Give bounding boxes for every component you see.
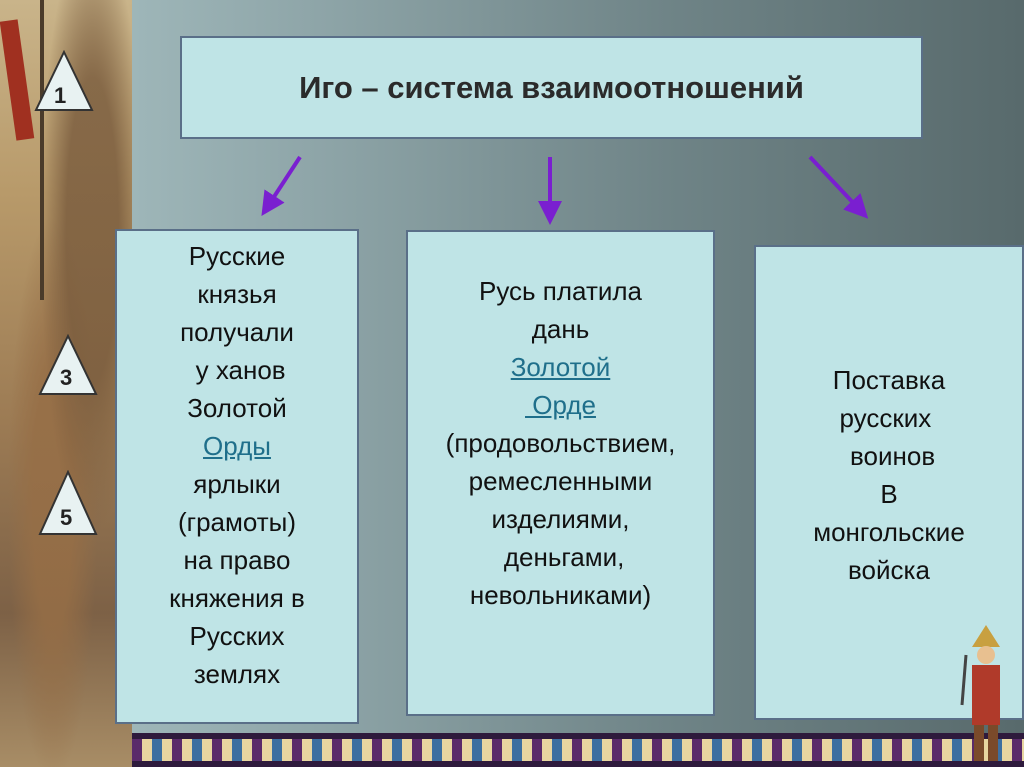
arrow-right <box>808 155 869 219</box>
box3-line: В <box>880 479 898 509</box>
box-dan: Русь платила дань Золотой Орде (продовол… <box>406 230 715 716</box>
title-box: Иго – система взаимоотношений <box>180 36 923 139</box>
badge-5-label: 5 <box>60 505 73 530</box>
arrow-left <box>261 155 302 217</box>
box2-line: дань <box>531 314 590 344</box>
badge-5-triangle <box>38 470 98 535</box>
box2-line: невольниками) <box>469 580 652 610</box>
box1-line: ярлыки <box>193 469 281 499</box>
box1-line: получали <box>180 317 294 347</box>
box3-line: русских <box>839 403 939 433</box>
slide-title: Иго – система взаимоотношений <box>299 69 804 105</box>
box1-line: Русских <box>189 621 285 651</box>
box3-line: монгольские <box>813 517 965 547</box>
spear-shaft <box>40 0 44 300</box>
box1-line: землях <box>193 659 281 689</box>
badge-3-label: 3 <box>60 365 73 390</box>
badge-3-triangle <box>38 334 98 395</box>
badge-1-triangle <box>34 50 94 111</box>
box1-line: княжения в <box>169 583 305 613</box>
box2-line: ремесленными <box>468 466 653 496</box>
badge-1-label: 1 <box>54 83 67 108</box>
box2-line: изделиями, <box>491 504 630 534</box>
box1-line: у ханов <box>188 355 286 385</box>
box1-line: Золотой <box>187 393 287 423</box>
box3-line: войска <box>848 555 930 585</box>
box1-line: Русские <box>188 241 286 271</box>
box1-line: князья <box>197 279 277 309</box>
box2-line: деньгами, <box>496 542 625 572</box>
box-yarlyki: Русские князья получали у ханов Золотой … <box>115 229 359 724</box>
box3-line: воинов <box>842 441 936 471</box>
box2-line: Русь платила <box>478 276 643 306</box>
link-orde[interactable]: Орде <box>525 390 596 420</box>
link-ordy[interactable]: Орды <box>203 431 271 461</box>
link-zolotoy[interactable]: Золотой <box>510 352 611 382</box>
box1-line: на право <box>183 545 291 575</box>
box3-line: Поставка <box>832 365 946 395</box>
mongol-figure-icon <box>960 625 1000 761</box>
ornament-border <box>132 733 1024 767</box>
box1-line: (грамоты) <box>177 507 297 537</box>
box2-line: (продовольствием, <box>445 428 676 458</box>
